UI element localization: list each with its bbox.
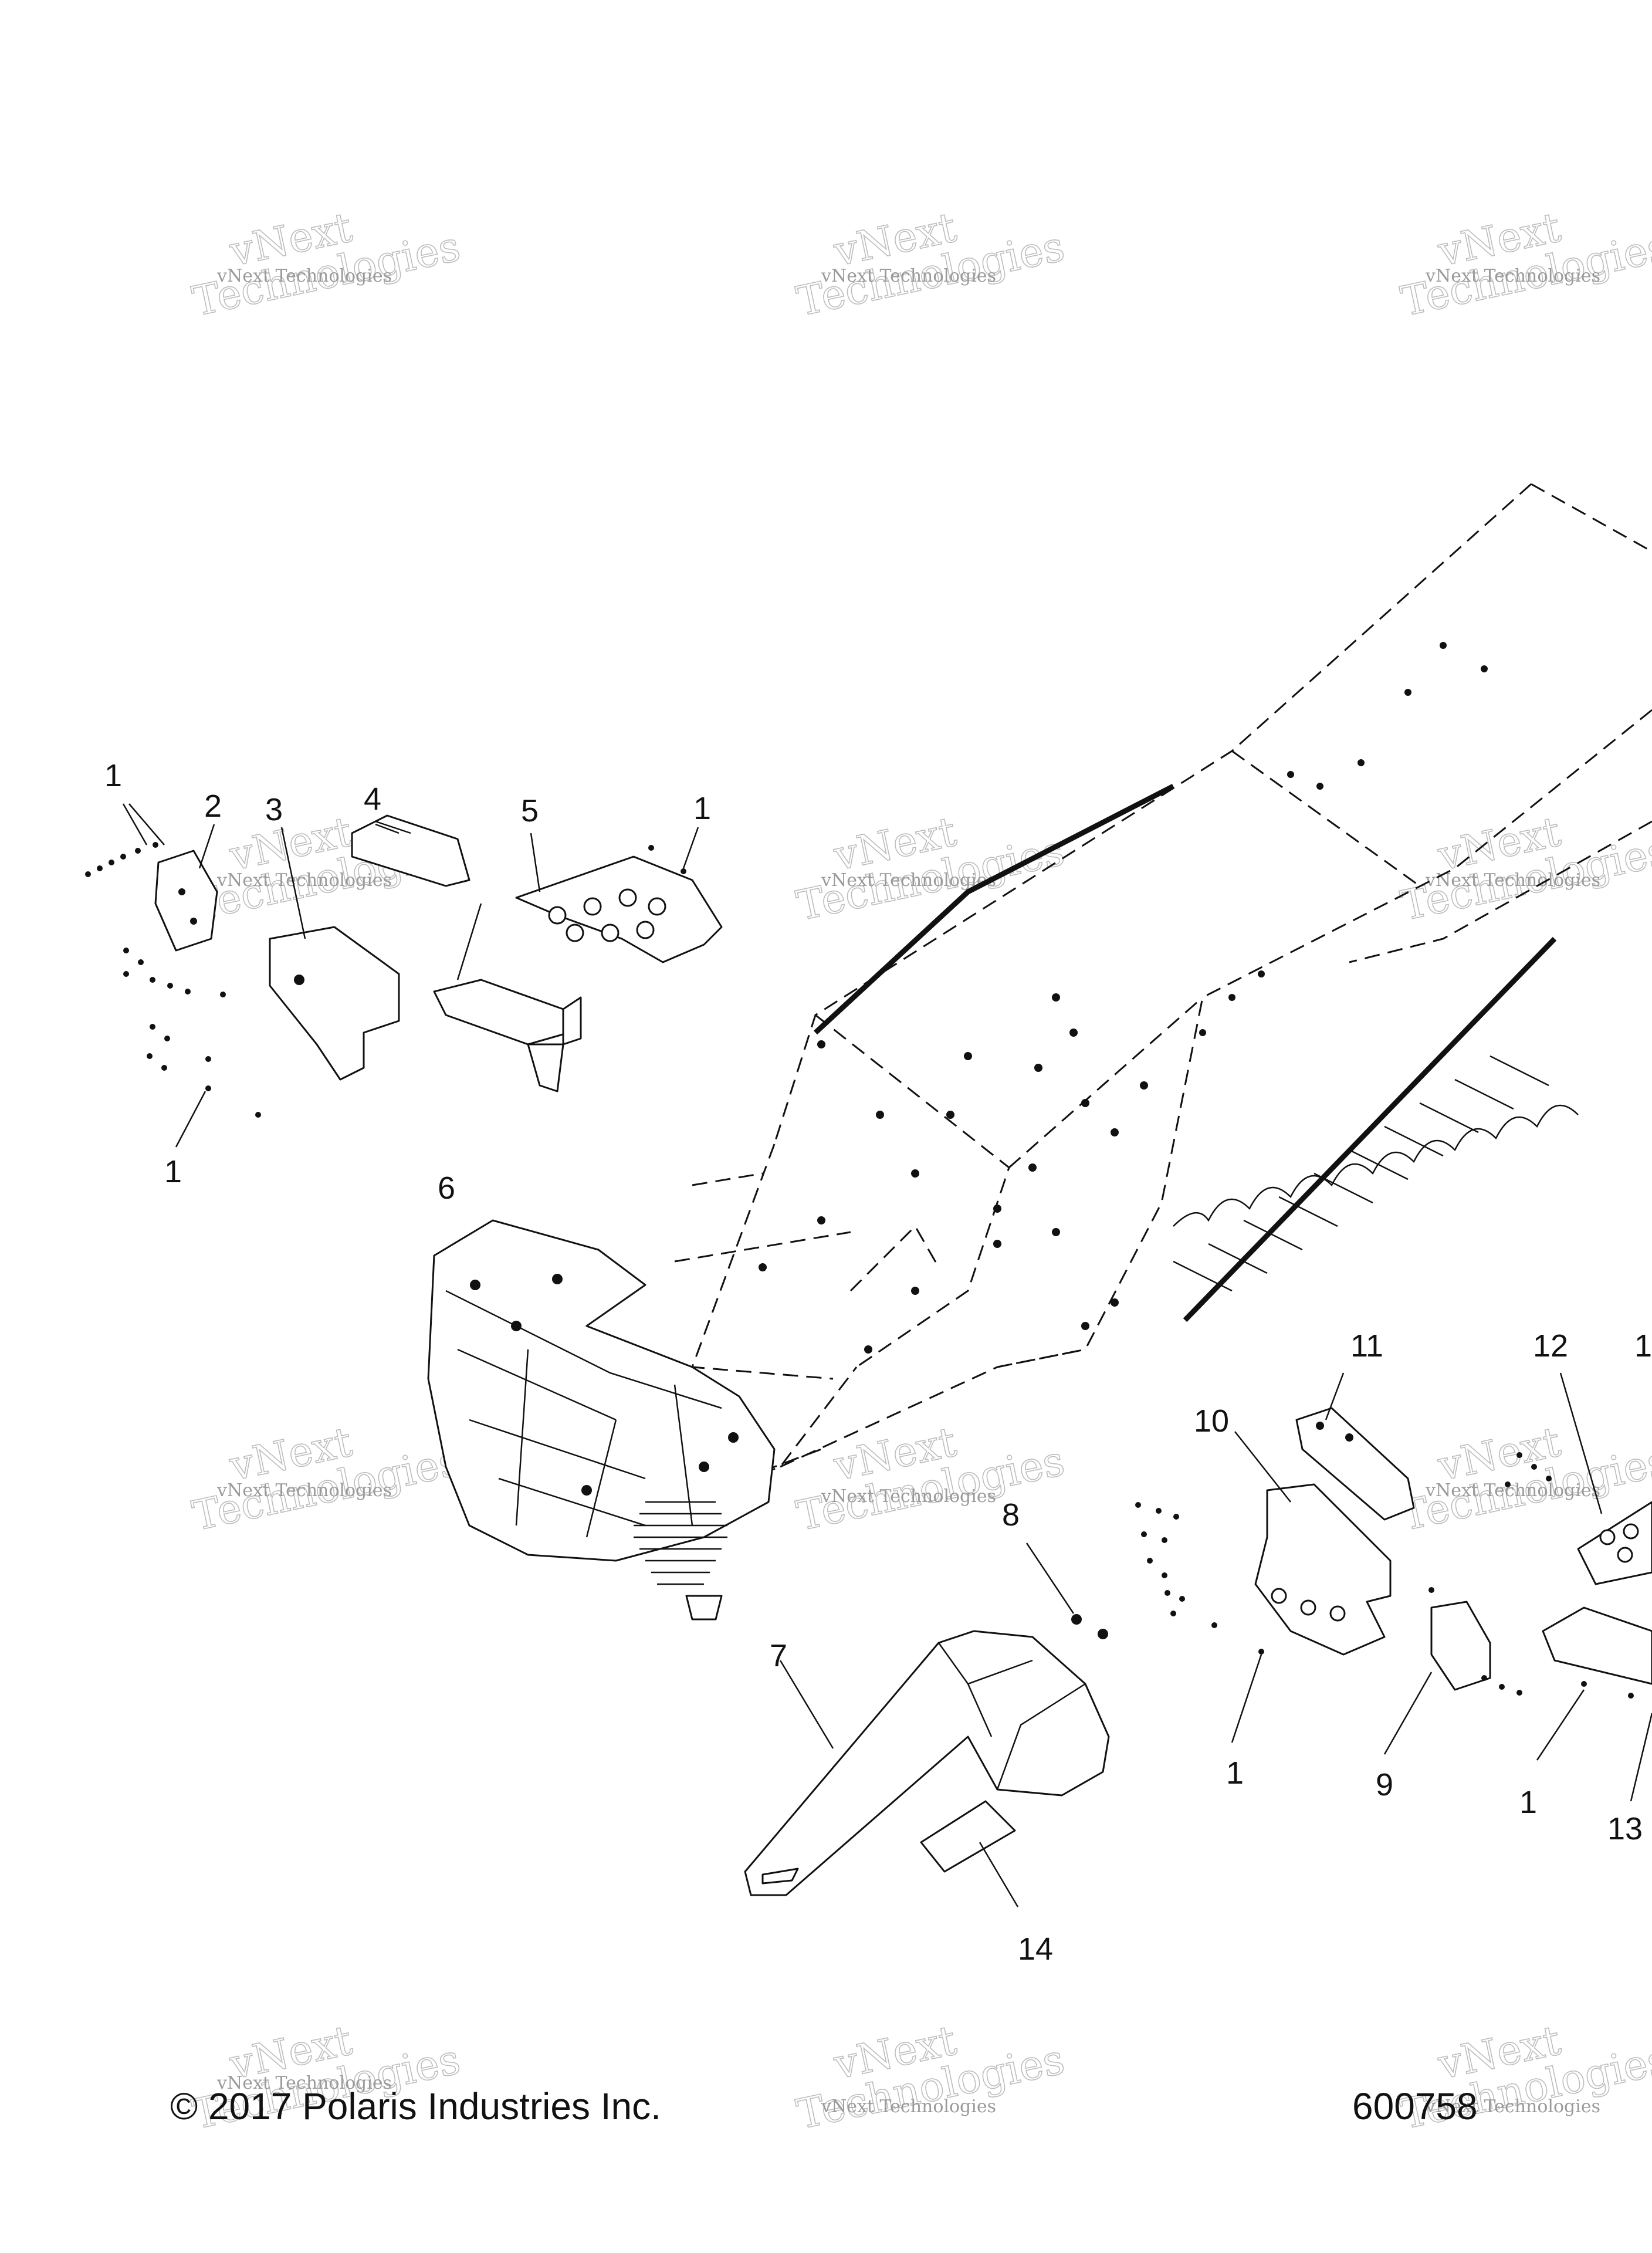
watermark-small-top-right: vNext Technologies: [1425, 266, 1600, 286]
callout-6: 6: [438, 1171, 455, 1206]
callout-10: 10: [1194, 1403, 1229, 1439]
part-4-bracket: [351, 814, 470, 887]
callout-1-far-right: 1: [1634, 1328, 1652, 1364]
part-3-bracket: [269, 926, 400, 1081]
watermark-small-low-right: vNext Technologies: [1425, 1480, 1600, 1501]
callout-1-right-b: 1: [1519, 1785, 1537, 1820]
callouts: 1 2 3 4 5 1 1 6 11 12 1 10 8 7 1 9 1 13 …: [104, 758, 1652, 1967]
watermark-small-mid-left: vNext Technologies: [216, 870, 392, 891]
part-6-mount: [433, 903, 582, 1092]
callout-13: 13: [1607, 1811, 1643, 1846]
part-12-footrest-plate: [1577, 1501, 1652, 1585]
right-bolts: [1135, 1452, 1634, 1699]
watermark-small-low-left: vNext Technologies: [216, 1480, 392, 1501]
watermark-small-top-left: vNext Technologies: [216, 266, 392, 286]
callout-1-top-right: 1: [693, 791, 711, 826]
watermark-small-bottom-right: vNext Technologies: [1425, 2096, 1600, 2117]
part-14-decal: [920, 1800, 1016, 1873]
watermark-bottom-center: vNext Technologies: [792, 2015, 1069, 2139]
callout-1-top-left: 1: [104, 758, 122, 793]
callout-8: 8: [1002, 1497, 1020, 1533]
callout-7: 7: [770, 1638, 787, 1673]
watermark-top-left: vNext Technologies: [188, 202, 465, 326]
watermark-mid-right: vNext Technologies: [1396, 807, 1652, 931]
watermark-small-top-center: vNext Technologies: [821, 266, 996, 286]
watermark-low-center: vNext Technologies: [792, 1417, 1069, 1541]
callout-2: 2: [204, 789, 222, 824]
part-11-bracket: [1295, 1407, 1415, 1521]
part-10-bracket: [1254, 1483, 1392, 1656]
watermark-low-left: vNext Technologies: [188, 1417, 465, 1541]
copyright-text: © 2017 Polaris Industries Inc.: [170, 2085, 661, 2127]
watermark-small-low-center: vNext Technologies: [821, 1486, 996, 1507]
watermark-top-right: vNext Technologies: [1396, 202, 1652, 326]
chassis-tunnel: [585, 483, 1652, 1539]
callout-11: 11: [1350, 1328, 1383, 1364]
watermark-small-mid-center: vNext Technologies: [821, 870, 996, 891]
part-13-mount: [1542, 1606, 1652, 1685]
watermark-small-mid-right: vNext Technologies: [1425, 870, 1600, 891]
callout-1-bottom-left: 1: [164, 1154, 182, 1189]
part-5-footrest-plate: [515, 855, 723, 963]
watermark-small-bottom-center: vNext Technologies: [821, 2096, 996, 2117]
part-2-bracket: [154, 850, 218, 952]
watermark-top-center: vNext Technologies: [792, 202, 1069, 326]
part-9-bracket: [1430, 1601, 1491, 1691]
callout-14: 14: [1018, 1931, 1053, 1967]
callout-5: 5: [521, 793, 539, 828]
part-8-fasteners: [1071, 1614, 1108, 1639]
figure-number: 600758: [1352, 2085, 1478, 2127]
part-7-cover: [744, 1630, 1110, 1896]
callout-12: 12: [1533, 1328, 1568, 1364]
callout-4: 4: [364, 782, 381, 817]
front-bulkhead: [427, 1219, 776, 1621]
callout-9: 9: [1376, 1767, 1393, 1802]
callout-1-right-a: 1: [1226, 1755, 1244, 1791]
watermark-mid-center: vNext Technologies: [792, 807, 1069, 931]
watermark-small-bottom-left: vNext Technologies: [216, 2073, 392, 2093]
leader-lines: [122, 803, 1652, 1907]
watermark-low-right: vNext Technologies: [1396, 1417, 1652, 1541]
callout-3: 3: [265, 792, 283, 827]
left-bolts: [85, 842, 686, 1118]
